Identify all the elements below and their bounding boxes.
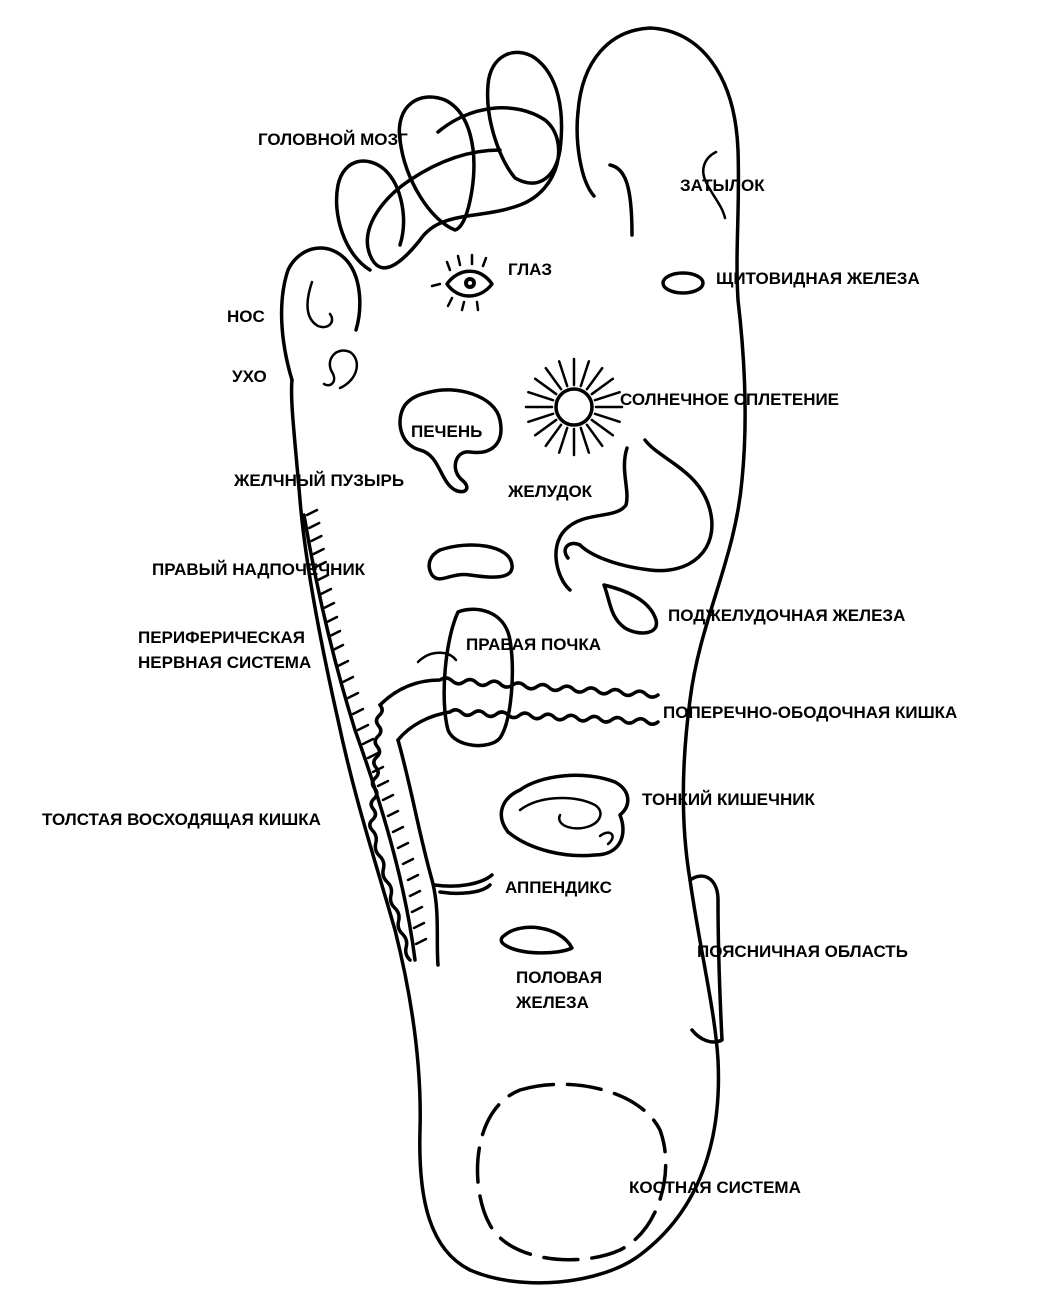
toe-2-outline: [485, 50, 564, 185]
label-gonad-1: ПОЛОВАЯ: [516, 968, 602, 987]
toe-3-outline: [397, 95, 476, 232]
solar-plexus-sun-icon: [524, 357, 624, 457]
label-stomach: ЖЕЛУДОК: [507, 482, 593, 501]
label-eye: ГЛАЗ: [508, 260, 552, 279]
label-appendix: АППЕНДИКС: [505, 878, 612, 897]
little-toe-outline: [279, 246, 362, 382]
label-skeletal: КОСТНАЯ СИСТЕМА: [629, 1178, 801, 1197]
appendix-zone: [433, 873, 494, 896]
label-gonad-2: ЖЕЛЕЗА: [515, 993, 589, 1012]
eye-icon: [430, 253, 494, 312]
ureter: [416, 651, 458, 664]
occiput-zone: [702, 150, 727, 220]
label-ear: УХО: [232, 367, 267, 386]
big-toe-inner-edge: [575, 110, 596, 198]
ascending-colon-left: [368, 703, 412, 962]
kidney-zone: [442, 607, 515, 748]
transverse-colon-bottom: [396, 708, 660, 742]
label-peripheral-ns-1: ПЕРИФЕРИЧЕСКАЯ: [138, 628, 305, 647]
gonad-zone: [499, 925, 574, 955]
label-kidney: ПРАВАЯ ПОЧКА: [466, 635, 601, 654]
peripheral-nervous-hatching: [305, 508, 428, 946]
label-ascending-colon: ТОЛСТАЯ ВОСХОДЯЩАЯ КИШКА: [42, 810, 321, 829]
toe-4-outline: [334, 159, 406, 272]
label-adrenal: ПРАВЫЙ НАДПОЧЕЧНИК: [152, 560, 366, 579]
ascending-colon-right: [396, 738, 440, 967]
label-solar-plexus: СОЛНЕЧНОЕ СПЛЕТЕНИЕ: [620, 390, 839, 409]
label-occiput: ЗАТЫЛОК: [680, 176, 765, 195]
label-peripheral-ns-2: НЕРВНАЯ СИСТЕМА: [138, 653, 311, 672]
pancreas-zone: [602, 583, 659, 635]
big-toe-outline: [289, 26, 747, 1285]
ear-icon: [322, 349, 359, 390]
adrenal-zone: [427, 543, 514, 581]
label-thyroid: ЩИТОВИДНАЯ ЖЕЛЕЗА: [716, 269, 920, 288]
label-pancreas: ПОДЖЕЛУДОЧНАЯ ЖЕЛЕЗА: [668, 606, 905, 625]
liver-zone: [398, 388, 503, 494]
foot-outline: [279, 26, 747, 1285]
stomach-zone: [554, 438, 714, 592]
skeletal-zone: [475, 1082, 668, 1262]
nose-icon: [306, 280, 334, 329]
stomach-inner: [563, 541, 582, 560]
label-small-intestine: ТОНКИЙ КИШЕЧНИК: [642, 790, 815, 809]
label-lumbar: ПОЯСНИЧНАЯ ОБЛАСТЬ: [697, 942, 908, 961]
thyroid-zone: [661, 271, 705, 295]
label-nose: НОС: [227, 307, 265, 326]
transverse-colon-top: [378, 676, 660, 707]
label-gallbladder: ЖЕЛЧНЫЙ ПУЗЫРЬ: [233, 471, 404, 490]
brain-zone: [365, 106, 561, 270]
small-intestine-coil: [518, 796, 614, 846]
lumbar-zone: [688, 874, 724, 1044]
label-brain: ГОЛОВНОЙ МОЗГ: [258, 130, 408, 149]
peripheral-nervous-line: [302, 513, 417, 962]
small-intestine-zone: [499, 773, 630, 858]
label-liver: ПЕЧЕНЬ: [411, 422, 482, 441]
toe-crease: [608, 163, 634, 237]
label-transverse-colon: ПОПЕРЕЧНО-ОБОДОЧНАЯ КИШКА: [663, 703, 957, 722]
